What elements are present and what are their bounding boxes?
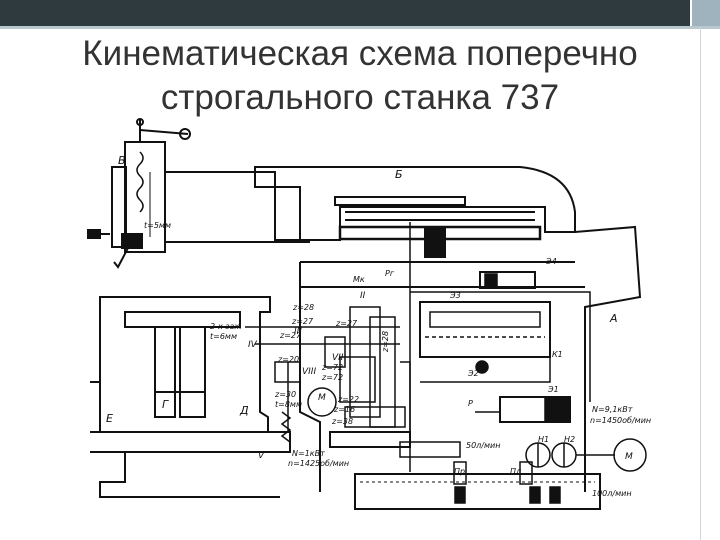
label-e4: Э4 [545, 257, 557, 266]
label-h1: Н1 [538, 435, 549, 444]
slide-title-line1: Кинематическая схема поперечно [82, 34, 638, 73]
label-z16: z=16 [333, 405, 355, 414]
header-dark-band [0, 0, 690, 26]
label-roman-5: V [258, 451, 265, 461]
label-z30: z=30 [274, 390, 296, 399]
label-roman-7: VII [332, 353, 344, 363]
label-k1: К1 [552, 350, 563, 359]
label-z72a: z=72 [321, 363, 343, 372]
tool-head [87, 118, 276, 269]
label-h2: Н2 [564, 435, 575, 444]
label-z28b: z=28 [381, 331, 390, 353]
label-z27b: z=27 [335, 319, 358, 328]
diagram-labels: Б В t=5мм Е Г Д А 2-х зах. t=6мм z=28 z=… [106, 154, 651, 498]
label-pr: Пр [454, 467, 465, 476]
machine-frame [270, 186, 642, 492]
label-tank: 100л/мин [592, 489, 632, 498]
label-e2: Э2 [467, 369, 479, 378]
hydraulic-circuit [399, 271, 591, 472]
label-e: Е [106, 412, 113, 425]
label-flow50: 50л/мин [466, 441, 500, 450]
label-z20: z=20 [277, 355, 299, 364]
label-roman-2: II [360, 291, 366, 301]
label-e1: Э1 [547, 385, 559, 394]
label-mk: Мк [353, 275, 365, 284]
oil-tank [354, 473, 601, 510]
slide-title: Кинематическая схема поперечно строгальн… [40, 32, 680, 120]
label-p: Р [468, 399, 473, 408]
label-pg: Рг [385, 269, 395, 278]
label-m1: М [318, 393, 326, 403]
label-t8: t=8мм [275, 400, 302, 409]
slide-title-line2: строгального станка 737 [160, 78, 560, 117]
label-z72b: z=72 [321, 373, 343, 382]
label-pl: Пл [510, 467, 521, 476]
gearbox [245, 306, 411, 448]
label-e3: Э3 [449, 291, 461, 300]
header-accent-block [692, 0, 720, 26]
label-z22: z=22 [337, 395, 359, 404]
label-roman-4: IV [248, 340, 258, 350]
label-motor2-power: N=9,1кВт [592, 405, 633, 414]
label-motor2-rpm: n=1450об/мин [590, 416, 651, 425]
slide-right-rule [700, 28, 701, 540]
label-z27a: z=27 [291, 317, 314, 326]
label-roman-3: III [294, 327, 302, 337]
kinematic-diagram: Б В t=5мм Е Г Д А 2-х зах. t=6мм z=28 z=… [87, 118, 651, 510]
label-z28: z=28 [292, 303, 314, 312]
label-motor1-power: N=1кВт [292, 449, 325, 458]
label-d: Д [239, 404, 249, 417]
slide-header-bar [0, 0, 720, 29]
label-b: Б [395, 168, 403, 181]
header-light-stripe [0, 26, 720, 29]
label-a: А [609, 312, 618, 325]
label-g: Г [162, 398, 169, 411]
label-z27c: z=27 [279, 331, 302, 340]
label-v: В [118, 154, 126, 167]
label-motor1-rpm: n=1425об/мин [288, 459, 349, 468]
label-m3: М [625, 452, 633, 462]
label-two-start: 2-х зах. [210, 322, 242, 331]
label-t5: t=5мм [144, 221, 171, 230]
label-t6: t=6мм [210, 332, 237, 341]
label-roman-8: VIII [302, 367, 316, 377]
label-z38: z=38 [331, 417, 353, 426]
label-m2: М [489, 277, 497, 287]
ram-assembly [254, 166, 576, 432]
